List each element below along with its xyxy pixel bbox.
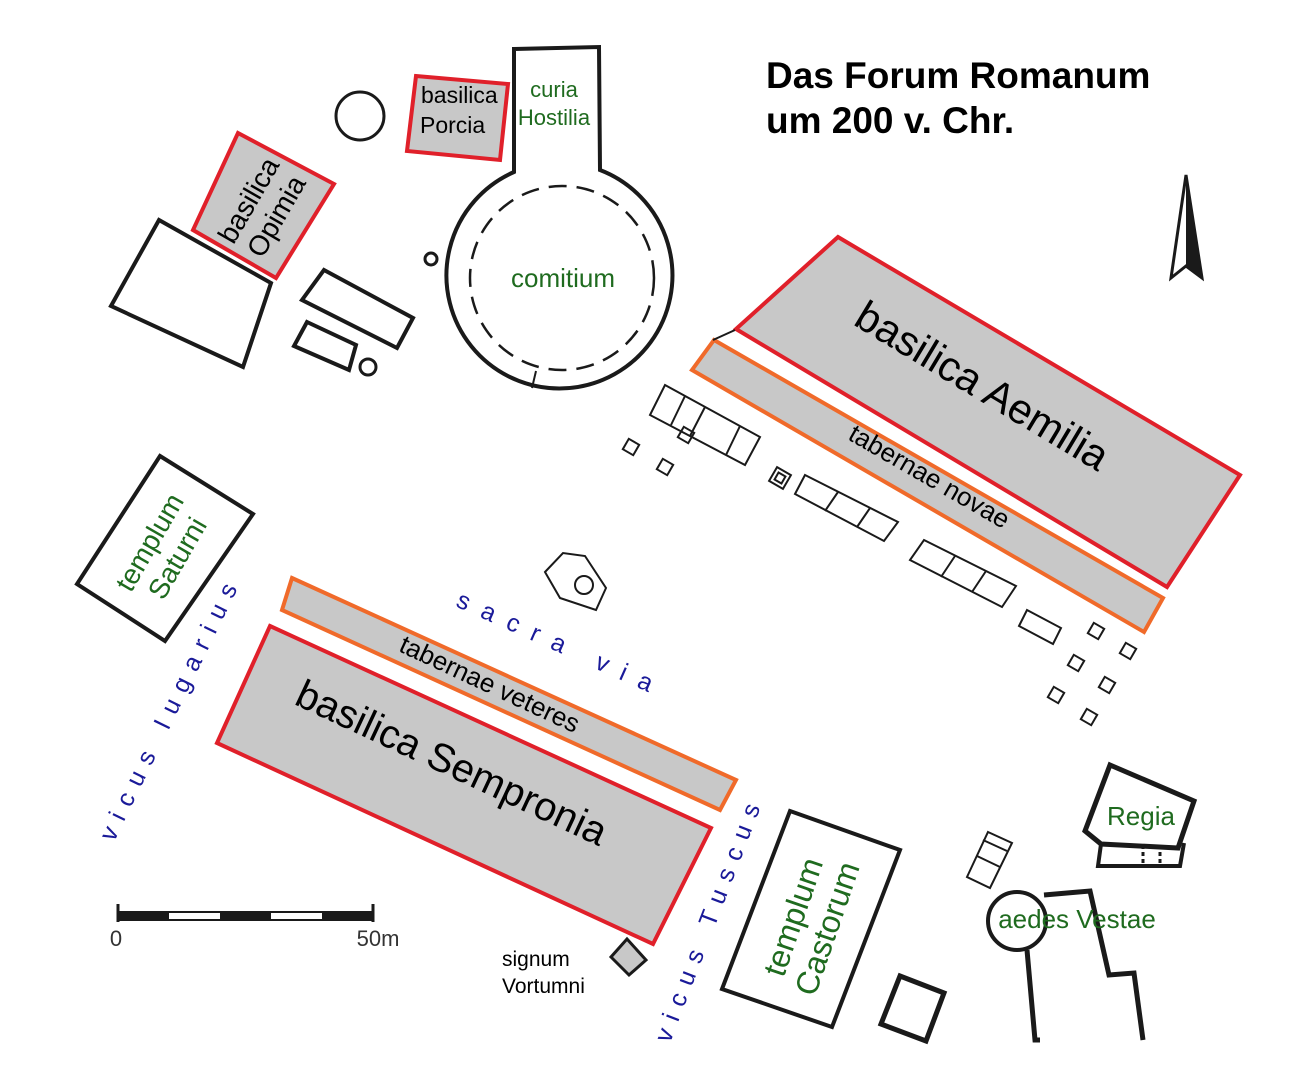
- north-arrow-icon: [1168, 174, 1205, 282]
- map-title: Das Forum Romanum um 200 v. Chr.: [766, 55, 1150, 141]
- basilica-porcia-label-2: Porcia: [420, 112, 485, 138]
- basilica-opimia: basilica Opimia: [190, 130, 337, 281]
- curia-hostilia-label-2: Hostilia: [518, 105, 591, 130]
- basilica-sempronia: basilica Sempronia: [214, 623, 714, 947]
- regia: Regia: [1082, 761, 1198, 868]
- signum-vortumni-label-1: signum: [502, 948, 570, 971]
- signum-vortumni: signum Vortumni: [502, 936, 649, 998]
- signum-vortumni-label-2: Vortumni: [502, 975, 585, 998]
- curia-hostilia-label-1: curia: [530, 77, 578, 102]
- basilica-porcia: basilica Porcia: [404, 73, 511, 163]
- scale-end-label: 50m: [357, 926, 400, 951]
- basilica-porcia-label-1: basilica: [421, 82, 498, 108]
- small-round-structure: [358, 357, 378, 377]
- scale-start-label: 0: [110, 926, 122, 951]
- building-outline: [877, 972, 948, 1045]
- small-building: [965, 830, 1014, 890]
- title-line-1: Das Forum Romanum: [766, 55, 1150, 96]
- regia-label: Regia: [1107, 801, 1175, 831]
- round-structure: [334, 90, 386, 142]
- shop-remains: [621, 329, 1138, 727]
- small-round-structure: [423, 251, 439, 267]
- aedes-vestae: aedes Vestae: [986, 888, 1156, 1043]
- building-outline: [298, 267, 416, 351]
- building-outline: [108, 217, 274, 370]
- aedes-vestae-label: aedes Vestae: [998, 904, 1156, 934]
- title-line-2: um 200 v. Chr.: [766, 100, 1014, 141]
- comitium-label: comitium: [511, 263, 615, 293]
- curia-hostilia-comitium: curia Hostilia comitium: [444, 44, 675, 391]
- building-outline: [291, 319, 359, 373]
- scale-bar: 0 50m: [110, 904, 400, 951]
- central-monument: [543, 551, 608, 612]
